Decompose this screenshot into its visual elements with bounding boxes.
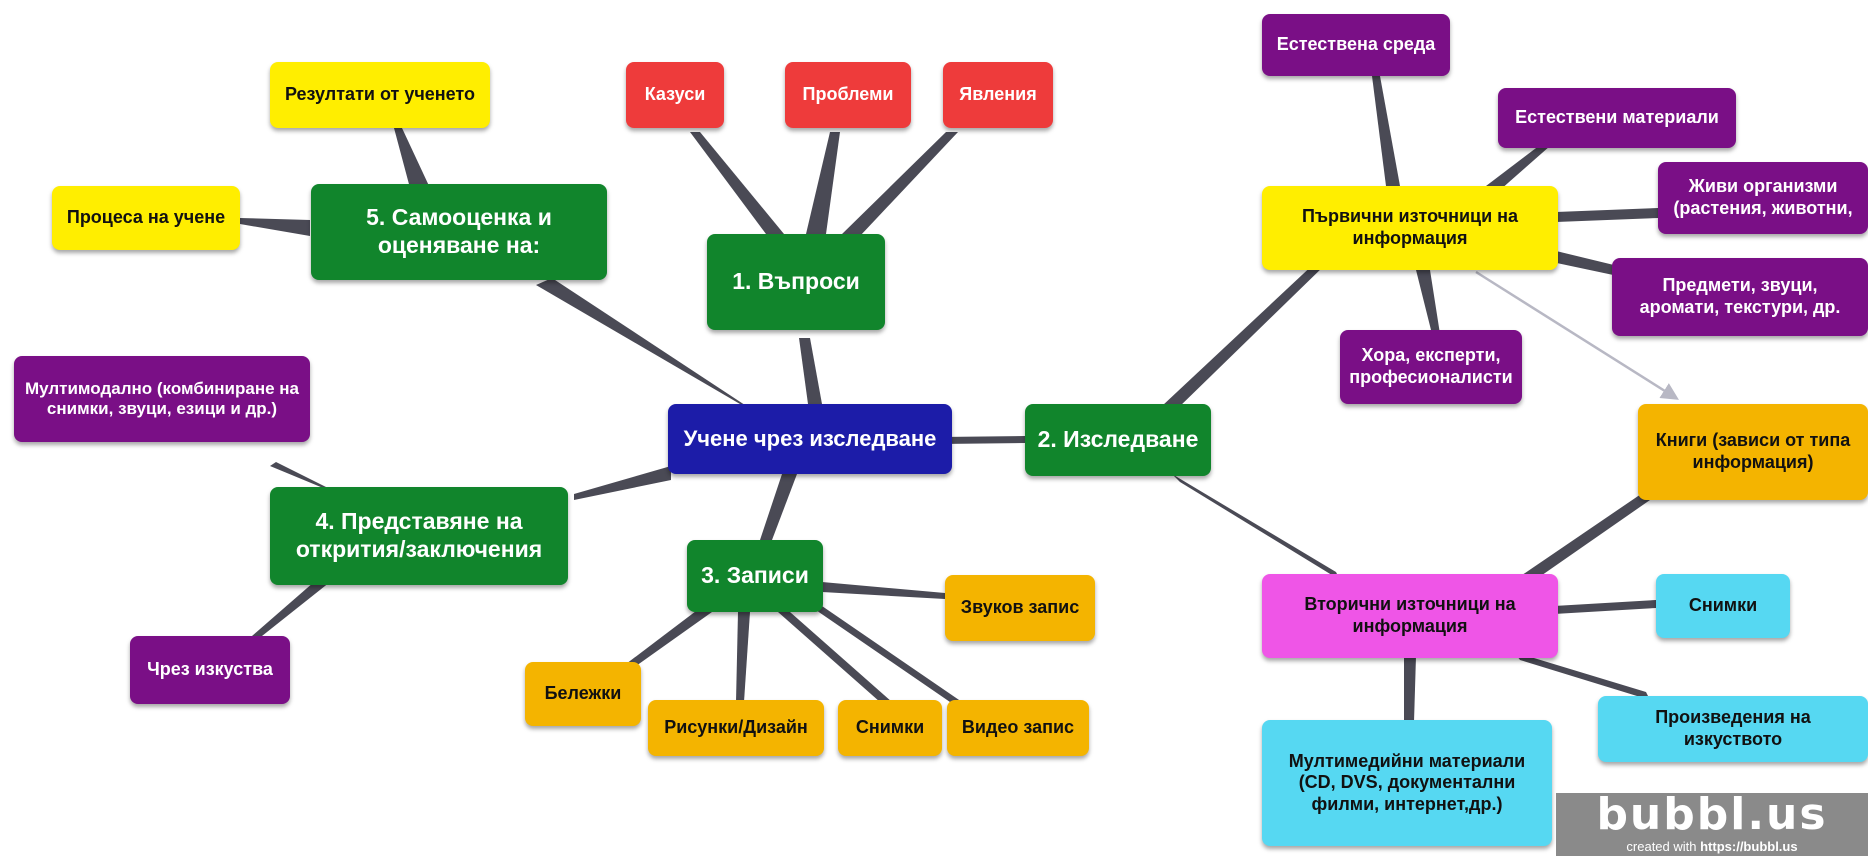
node-chrez-izkustva[interactable]: Чрез изкуства — [130, 636, 290, 704]
edge-records-zvukov — [822, 582, 945, 599]
edge-primary-estestvena-sreda — [1372, 76, 1400, 186]
edge-primary-zhivi — [1556, 208, 1658, 222]
node-hora-eksperti[interactable]: Хора, експерти, професионалисти — [1340, 330, 1522, 404]
edge-records-video — [810, 606, 962, 702]
edge-research-primary — [1162, 260, 1326, 410]
edge-center-presentation — [574, 466, 671, 500]
node-snimki-secondary[interactable]: Снимки — [1656, 574, 1790, 638]
edge-primary-predmeti — [1552, 250, 1618, 276]
branch-presentation[interactable]: 4. Представяне на открития/заключения — [270, 487, 568, 585]
edge-primary-hora — [1416, 270, 1440, 334]
edge-secondary-multimedia — [1404, 656, 1416, 722]
node-multimodal[interactable]: Мултимодално (комбиниране на снимки, зву… — [14, 356, 310, 442]
edge-records-risunki — [736, 612, 750, 702]
created-with-text: created with https://bubbl.us — [1556, 837, 1868, 856]
edge-center-records — [760, 474, 797, 540]
branch-records[interactable]: 3. Записи — [687, 540, 823, 612]
edge-assessment-rezultati — [394, 128, 430, 188]
edge-presentation-izkustva — [252, 582, 330, 636]
edge-primary-books — [1475, 270, 1679, 400]
node-video-zapis[interactable]: Видео запис — [947, 700, 1089, 756]
node-zvukov-zapis[interactable]: Звуков запис — [945, 575, 1095, 641]
edge-secondary-snimki — [1554, 600, 1656, 614]
edge-presentation-multimodal — [270, 462, 336, 492]
edge-secondary-proizvedenia — [1514, 652, 1650, 700]
node-knigi[interactable]: Книги (зависи от типа информация) — [1638, 404, 1868, 500]
edge-books-secondary — [1506, 492, 1650, 596]
edge-records-belezhki — [626, 608, 712, 666]
node-zhivi-organizmi[interactable]: Живи организми (растения, животни, — [1658, 162, 1868, 234]
edge-records-snimki — [778, 612, 892, 702]
branch-research[interactable]: 2. Изследване — [1025, 404, 1211, 476]
node-rezultati[interactable]: Резултати от ученето — [270, 62, 490, 128]
edge-center-research — [940, 436, 1025, 444]
node-snimki-records[interactable]: Снимки — [838, 700, 942, 756]
node-kazusi[interactable]: Казуси — [626, 62, 724, 128]
node-estestveni-materiali[interactable]: Естествени материали — [1498, 88, 1736, 148]
created-with-prefix: created with — [1626, 839, 1701, 854]
node-procesa[interactable]: Процеса на учене — [52, 186, 240, 250]
edge-assessment-procesa — [240, 218, 310, 236]
edge-center-assessment — [536, 278, 754, 411]
node-risunki-dizain[interactable]: Рисунки/Дизайн — [648, 700, 824, 756]
branch-questions[interactable]: 1. Въпроси — [707, 234, 885, 330]
node-primary-sources[interactable]: Първични източници на информация — [1262, 186, 1558, 270]
node-problemi[interactable]: Проблеми — [785, 62, 911, 128]
created-with-url[interactable]: https://bubbl.us — [1700, 839, 1798, 854]
center-node[interactable]: Учене чрез изследване — [668, 404, 952, 474]
branch-assessment[interactable]: 5. Самооценка и оценяване на: — [311, 184, 607, 280]
edge-questions-kazusi — [690, 132, 784, 234]
node-yavlenia[interactable]: Явления — [943, 62, 1053, 128]
node-predmeti[interactable]: Предмети, звуци, аромати, текстури, др. — [1612, 258, 1868, 336]
bubblus-watermark[interactable]: bubbl.us created with https://bubbl.us — [1556, 793, 1868, 856]
node-estestvena-sreda[interactable]: Естествена среда — [1262, 14, 1450, 76]
bubblus-logo: bubbl.us — [1596, 789, 1828, 840]
node-belezhki[interactable]: Бележки — [525, 662, 641, 726]
node-proizvedenia[interactable]: Произведения на изкуството — [1598, 696, 1868, 762]
edge-questions-yavlenia — [840, 132, 958, 236]
node-secondary-sources[interactable]: Вторични източници на информация — [1262, 574, 1558, 658]
edge-research-secondary — [1172, 474, 1340, 580]
edge-primary-estestveni-materiali — [1486, 142, 1550, 190]
edge-questions-problemi — [806, 132, 840, 234]
edge-center-questions — [799, 338, 822, 404]
node-multimedia[interactable]: Мултимедийни материали (CD, DVS, докумен… — [1262, 720, 1552, 846]
